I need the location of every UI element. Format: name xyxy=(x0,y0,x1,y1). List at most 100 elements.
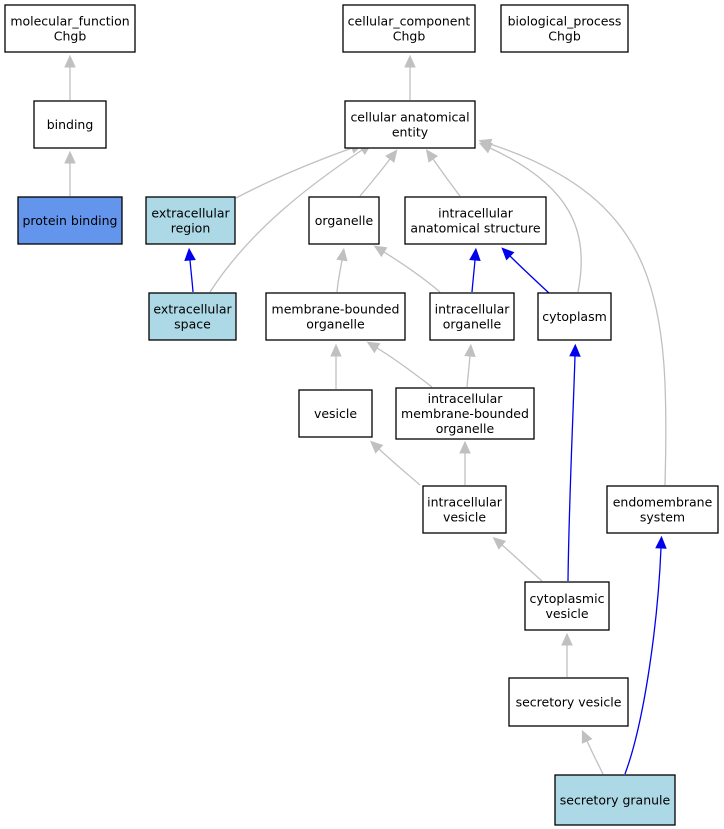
edge-line xyxy=(378,448,421,486)
edge-intracellular_organelle-to-intracellular_anatomical_structure xyxy=(469,247,481,293)
term-box xyxy=(145,196,236,245)
term-label: extracellular xyxy=(153,302,232,317)
arrowhead-icon xyxy=(336,247,348,262)
edge-intracellular_anatomical_structure-to-cellular_anatomical_entity xyxy=(425,149,461,197)
term-label: intracellular xyxy=(428,391,504,406)
term-label: biological_process xyxy=(508,14,622,29)
term-node-protein-binding[interactable]: protein binding xyxy=(17,196,123,245)
arrowhead-icon xyxy=(330,343,342,357)
term-box xyxy=(308,196,380,245)
edge-intracellular_vesicle-to-intracellular_mb_organelle xyxy=(459,440,471,485)
arrowhead-icon xyxy=(478,138,493,150)
term-label: cellular_component xyxy=(348,14,471,29)
edge-line xyxy=(501,544,543,582)
arrowhead-icon xyxy=(581,729,593,744)
arrowhead-icon xyxy=(385,149,398,163)
term-box xyxy=(17,196,123,245)
term-box xyxy=(33,100,107,149)
arrowhead-icon xyxy=(464,343,476,357)
edge-intracellular_mb_organelle-to-intracellular_organelle xyxy=(464,343,476,388)
arrowhead-icon xyxy=(492,537,507,550)
arrowhead-icon xyxy=(425,149,439,163)
edge-secretory_granule-to-endomembrane_system xyxy=(624,535,667,775)
edge-binding-to-molecular_function xyxy=(64,54,76,100)
term-label: vesicle xyxy=(545,606,588,621)
edge-line xyxy=(336,259,343,293)
term-box xyxy=(148,292,237,341)
term-box xyxy=(404,196,547,245)
edge-line xyxy=(189,259,194,293)
term-label: secretory vesicle xyxy=(516,695,622,710)
term-label: vesicle xyxy=(314,406,357,421)
term-label: anatomical structure xyxy=(410,221,540,236)
edge-endomembrane_system-to-cellular_anatomical_entity xyxy=(478,138,667,486)
term-box xyxy=(395,387,535,440)
arrowhead-icon xyxy=(561,632,573,646)
edge-cytoplasmic_vesicle-to-cytoplasm xyxy=(567,343,581,582)
term-box xyxy=(524,581,610,631)
edge-line xyxy=(376,347,433,388)
edge-cellular_anatomical_entity-to-cellular_component xyxy=(404,54,416,100)
term-label: cytoplasmic xyxy=(530,591,605,606)
term-box xyxy=(298,389,373,438)
term-label: organelle xyxy=(436,421,495,436)
term-box xyxy=(606,485,719,534)
term-label: entity xyxy=(392,125,429,140)
term-label: cytoplasm xyxy=(542,309,607,324)
term-label: space xyxy=(174,317,211,332)
edge-line xyxy=(471,259,476,293)
edge-vesicle-to-membrane_bounded_organelle xyxy=(330,343,342,389)
term-node-organelle[interactable]: organelle xyxy=(308,196,380,245)
term-label: organelle xyxy=(443,317,502,332)
term-node-secretory-vesicle[interactable]: secretory vesicle xyxy=(508,677,629,727)
term-node-vesicle[interactable]: vesicle xyxy=(298,389,373,438)
arrowhead-icon xyxy=(366,341,381,354)
term-label: protein binding xyxy=(22,213,117,228)
edge-membrane_bounded_organelle-to-organelle xyxy=(336,247,348,293)
edge-line xyxy=(509,255,551,295)
edge-line xyxy=(489,147,582,293)
arrowhead-icon xyxy=(373,245,388,258)
arrowhead-icon xyxy=(459,440,471,454)
term-node-binding[interactable]: binding xyxy=(33,100,107,149)
term-box xyxy=(422,485,507,534)
term-label: cellular anatomical xyxy=(350,110,469,125)
term-label: organelle xyxy=(315,213,374,228)
arrowhead-icon xyxy=(64,54,76,68)
term-box xyxy=(4,4,136,53)
term-label: Chgb xyxy=(548,29,581,44)
edge-line xyxy=(586,740,604,775)
arrowhead-icon xyxy=(64,150,76,164)
edge-cytoplasm-to-intracellular_anatomical_structure xyxy=(501,247,551,295)
term-box xyxy=(537,292,612,341)
term-node-cytoplasm[interactable]: cytoplasm xyxy=(537,292,612,341)
edge-extracellular_space-to-extracellular_region xyxy=(184,247,196,293)
term-node-secretory-granule[interactable]: secretory granule xyxy=(554,774,676,826)
arrowhead-icon xyxy=(184,247,196,261)
term-box xyxy=(429,292,515,341)
edge-line xyxy=(235,147,353,199)
term-label: binding xyxy=(47,117,94,132)
edge-line xyxy=(624,547,662,775)
arrowhead-icon xyxy=(569,343,581,357)
term-box xyxy=(500,4,629,53)
edge-line xyxy=(383,251,441,293)
edge-extracellular_region-to-cellular_anatomical_entity xyxy=(235,142,364,199)
edge-line xyxy=(567,355,576,582)
arrowhead-icon xyxy=(469,247,481,261)
term-label: secretory granule xyxy=(560,793,671,808)
